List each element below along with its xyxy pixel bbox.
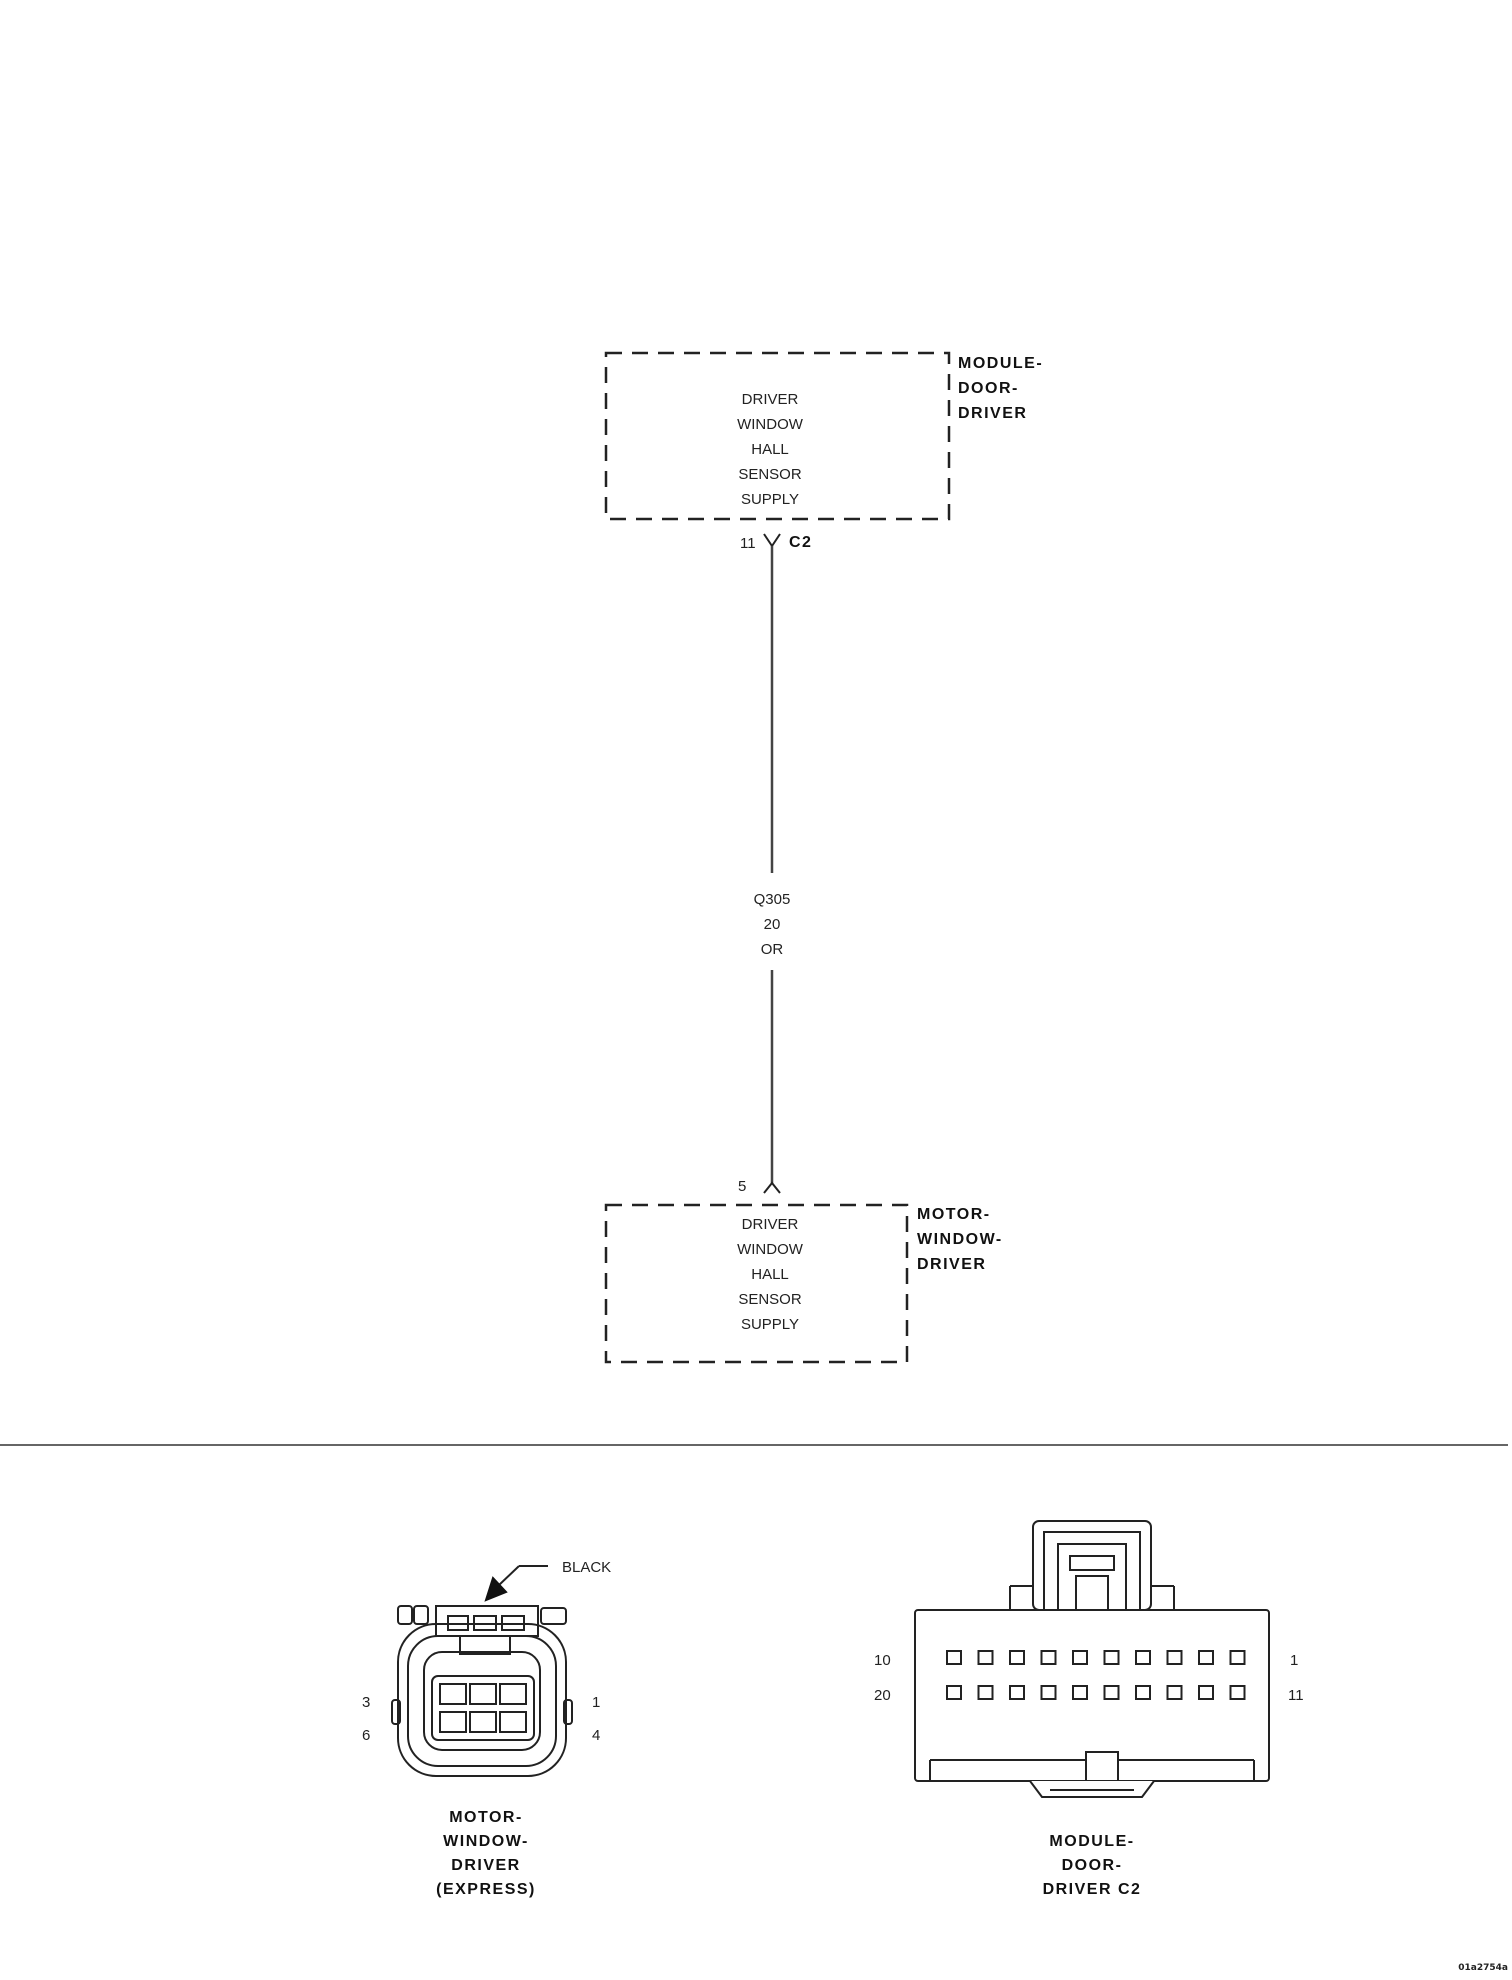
motor-window-driver-box xyxy=(604,1203,909,1364)
connector-cavity-block xyxy=(431,1675,535,1741)
module-door-driver-function-line-2: WINDOW xyxy=(737,416,804,433)
module-door-driver-name-line-2: DOOR- xyxy=(958,380,1019,397)
wire-color: OR xyxy=(761,941,784,958)
c2-cavity xyxy=(1135,1650,1151,1665)
motor-pin-label-1: 1 xyxy=(592,1694,600,1711)
motor-window-driver-function-line-1: DRIVER xyxy=(742,1216,799,1233)
cavity-6 xyxy=(499,1711,527,1733)
connector-lock-tab-left-2 xyxy=(413,1605,429,1625)
connector-lock-body xyxy=(435,1605,539,1637)
c2-cavity xyxy=(1072,1685,1088,1700)
c2-latch-slot xyxy=(1075,1575,1109,1611)
motor-caption-line-2: WINDOW- xyxy=(443,1833,529,1850)
c2-cavity xyxy=(1166,1650,1183,1665)
c2-cavity xyxy=(1040,1685,1057,1700)
black-color-label: BLACK xyxy=(562,1559,611,1576)
male-terminal-symbol xyxy=(763,1181,781,1194)
c2-cavity xyxy=(1040,1650,1057,1665)
c2-cavity xyxy=(977,1685,994,1700)
module-door-driver-name-line-3: DRIVER xyxy=(958,405,1027,422)
cavity-4 xyxy=(439,1711,467,1733)
cavity-1 xyxy=(439,1683,467,1705)
c2-connector-body xyxy=(914,1609,1270,1782)
c2-cavity xyxy=(977,1650,994,1665)
motor-pin-label-6: 6 xyxy=(362,1727,370,1744)
motor-window-driver-name-line-3: DRIVER xyxy=(917,1256,986,1273)
module-c2-terminal: 11 C2 xyxy=(740,533,812,552)
connector-guide-slot xyxy=(459,1635,511,1655)
c2-cavity xyxy=(1229,1650,1246,1665)
c2-cavity xyxy=(1135,1685,1151,1700)
motor-pin-label-3: 3 xyxy=(362,1694,370,1711)
connector-side-key-left xyxy=(391,1699,401,1725)
motor-pin-number: 5 xyxy=(738,1178,746,1195)
motor-window-driver-function-line-2: WINDOW xyxy=(737,1241,804,1258)
connector-insert xyxy=(423,1651,541,1751)
motor-connector-labels: BLACK 3 6 1 4 MOTOR- WINDOW- DRIVER (EXP… xyxy=(362,1559,611,1898)
c2-caption-line-3: DRIVER C2 xyxy=(1043,1881,1142,1898)
motor-caption-line-1: MOTOR- xyxy=(449,1809,523,1826)
c2-cavity xyxy=(1198,1685,1214,1700)
cavity-5 xyxy=(469,1711,497,1733)
wire-gauge: 20 xyxy=(764,916,781,933)
black-indicator-arrowhead xyxy=(484,1576,508,1602)
c2-pin-label-20: 20 xyxy=(874,1687,891,1704)
motor-caption-line-4: (EXPRESS) xyxy=(436,1881,536,1898)
c2-cavity xyxy=(1198,1650,1214,1665)
connector-side-key-right xyxy=(563,1699,573,1725)
female-terminal-symbol xyxy=(763,533,781,548)
cavity-2 xyxy=(469,1683,497,1705)
motor-terminal: 5 xyxy=(738,1178,781,1195)
module-c2-connector-face-view xyxy=(914,1520,1270,1798)
c2-cavity xyxy=(1229,1685,1246,1700)
motor-window-driver-function-line-4: SENSOR xyxy=(738,1291,802,1308)
module-door-driver-box xyxy=(604,351,951,521)
wire-circuit-id: Q305 xyxy=(754,891,791,908)
module-door-driver-function-line-4: SENSOR xyxy=(738,466,802,483)
c2-pin-label-11: 11 xyxy=(1288,1687,1304,1704)
c2-cavity xyxy=(1166,1685,1183,1700)
c2-cavity xyxy=(1103,1685,1120,1700)
module-c2-connector-labels: 10 20 1 11 MODULE- DOOR- DRIVER C2 xyxy=(874,1652,1304,1898)
cavity-3 xyxy=(499,1683,527,1705)
module-door-driver-component: DRIVER WINDOW HALL SENSOR SUPPLY MODULE-… xyxy=(604,351,1043,521)
c2-pin-label-10: 10 xyxy=(874,1652,891,1669)
c2-caption-line-1: MODULE- xyxy=(1049,1833,1134,1850)
module-door-driver-function-line-5: SUPPLY xyxy=(741,491,799,508)
c2-bottom-key xyxy=(1085,1751,1119,1783)
c2-pin-label-1: 1 xyxy=(1290,1652,1298,1669)
motor-caption-line-3: DRIVER xyxy=(451,1857,520,1874)
module-door-driver-function-line-3: HALL xyxy=(751,441,789,458)
c2-latch-outer xyxy=(1032,1520,1152,1611)
motor-pin-label-4: 4 xyxy=(592,1727,600,1744)
c2-cavity xyxy=(946,1650,962,1665)
connector-lock-tab-right xyxy=(540,1607,567,1625)
black-indicator-leader-diagonal xyxy=(497,1565,520,1587)
motor-window-driver-function-line-5: SUPPLY xyxy=(741,1316,799,1333)
c2-cavity xyxy=(946,1685,962,1700)
motor-connector-face-view xyxy=(391,1565,573,1777)
c2-cavity-grid xyxy=(946,1650,1246,1700)
c2-cavity xyxy=(1009,1685,1025,1700)
c2-cavity xyxy=(1072,1650,1088,1665)
motor-window-driver-function-line-3: HALL xyxy=(751,1266,789,1283)
c2-cavity xyxy=(1009,1650,1025,1665)
module-door-driver-name-line-1: MODULE- xyxy=(958,355,1043,372)
motor-window-driver-name-line-1: MOTOR- xyxy=(917,1206,991,1223)
wire-q305: Q305 20 OR xyxy=(754,546,791,1183)
figure-id: 01a2754a xyxy=(1458,1963,1508,1973)
c2-cavity xyxy=(1103,1650,1120,1665)
module-c2-pin-number: 11 xyxy=(740,535,756,552)
module-door-driver-function-line-1: DRIVER xyxy=(742,391,799,408)
motor-window-driver-name-line-2: WINDOW- xyxy=(917,1231,1003,1248)
motor-window-driver-component: DRIVER WINDOW HALL SENSOR SUPPLY MOTOR- … xyxy=(604,1203,1003,1364)
connector-lock-tab-left xyxy=(397,1605,413,1625)
module-c2-connector-name: C2 xyxy=(789,534,812,551)
c2-caption-line-2: DOOR- xyxy=(1062,1857,1123,1874)
c2-latch-tab xyxy=(1069,1555,1115,1571)
